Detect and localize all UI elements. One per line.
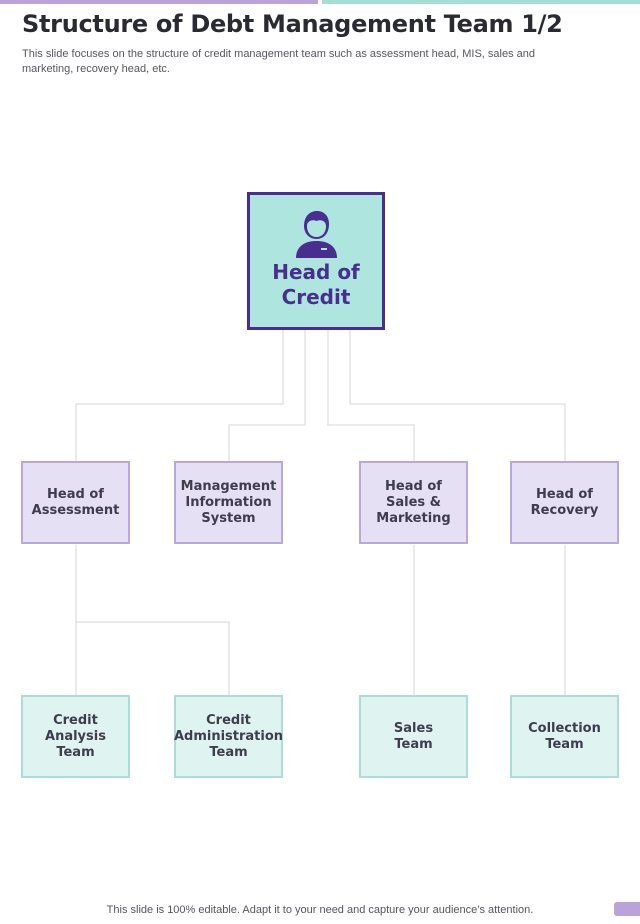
org-node-head-of-recovery: Head of Recovery [510,461,619,544]
org-node-sales-team: Sales Team [359,695,468,778]
org-node-label: Head of Credit [272,260,360,309]
connector-root-assessment [75,330,284,462]
top-accent-bar-purple [0,0,318,4]
footer-note: This slide is 100% editable. Adapt it to… [106,904,534,916]
corner-accent-tab [614,902,640,916]
page-title: Structure of Debt Management Team 1/2 [22,10,563,38]
org-node-credit-analysis-team: Credit Analysis Team [21,695,130,778]
connector-assessment-administration [76,621,230,696]
org-node-credit-administration-team: Credit Administration Team [174,695,283,778]
person-icon [296,211,337,258]
connector-root-mis [228,330,306,462]
org-node-head-of-credit: Head of Credit [247,192,385,330]
connector-root-recovery [349,330,566,462]
org-node-management-information-system: Management Information System [174,461,283,544]
connector-root-sales [327,330,415,462]
page-subtitle: This slide focuses on the structure of c… [22,48,535,75]
top-accent-bar-teal [322,0,640,4]
org-node-collection-team: Collection Team [510,695,619,778]
org-node-head-of-sales-marketing: Head of Sales & Marketing [359,461,468,544]
org-node-head-of-assessment: Head of Assessment [21,461,130,544]
